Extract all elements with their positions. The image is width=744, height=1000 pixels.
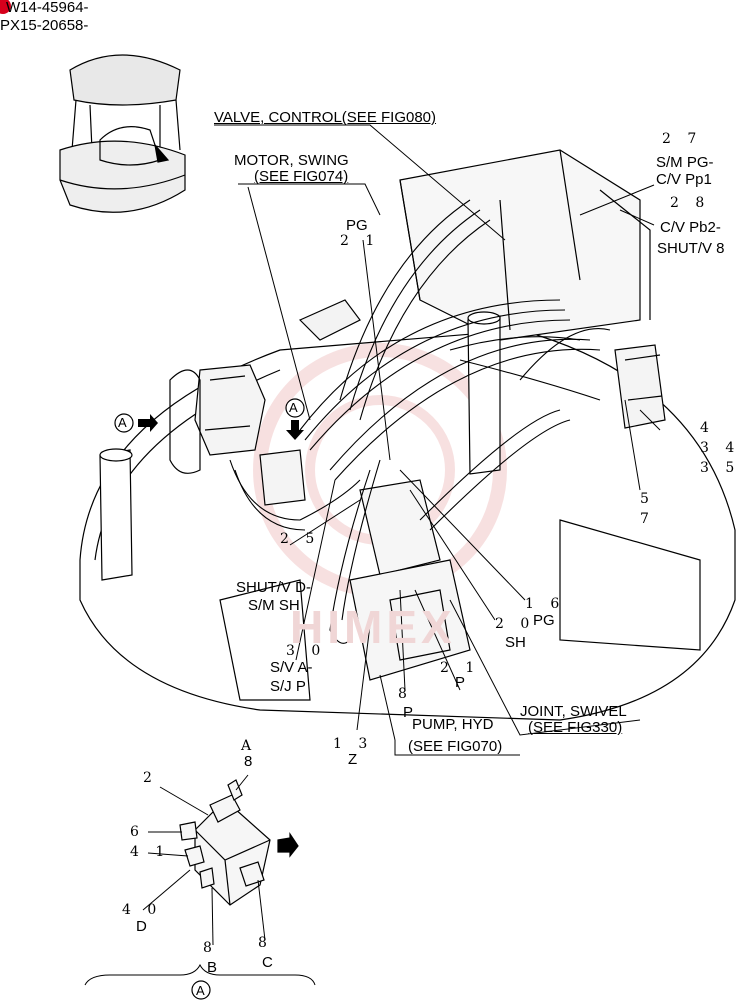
callout-pump-hyd: PUMP, HYD — [412, 716, 494, 733]
callout-shutv-d: SHUT/V D- — [236, 579, 311, 596]
callout-valve-control: VALVE, CONTROL(SEE FIG080) — [214, 110, 436, 126]
detail-view-a-circle — [191, 980, 211, 1000]
callout-n34: 3 4 — [700, 440, 741, 456]
callout-motor-swing: MOTOR, SWING — [234, 152, 349, 169]
callout-n21-top: 2 1 — [340, 233, 381, 249]
callout-n25: 2 5 — [280, 531, 321, 547]
detail-n8-b: 8 — [203, 940, 218, 956]
callout-pg-right: PG — [533, 612, 555, 629]
callout-n5: 5 — [640, 491, 655, 507]
view-a-marker-center: A — [289, 400, 298, 415]
callout-n7: 7 — [640, 511, 655, 527]
view-arrows — [114, 398, 305, 440]
callout-motor-swing-ref: (SEE FIG074) — [254, 168, 349, 185]
callout-n8-mid: 8 — [398, 686, 413, 702]
shutoff-valve-drawing — [614, 344, 666, 429]
hoses — [229, 199, 611, 644]
control-valve-drawing — [399, 149, 651, 341]
callout-n20: 2 0 — [495, 616, 536, 632]
callout-see-fig070: (SEE FIG070) — [408, 738, 503, 755]
swing-motor-drawing — [169, 364, 306, 506]
detail-n2: 2 — [143, 770, 158, 786]
detail-n40: 4 0 — [122, 902, 163, 918]
swivel-joint-drawing — [349, 479, 471, 681]
callout-sh: SH — [505, 634, 526, 651]
leader-lines — [214, 124, 661, 756]
callout-pg-top: PG — [346, 217, 368, 234]
detail-n8-c: 8 — [258, 935, 273, 951]
callout-n28: 2 8 — [670, 195, 711, 211]
callout-cv-pp1: C/V Pp1 — [656, 171, 712, 188]
callout-n16: 1 6 — [525, 596, 566, 612]
callout-shutv8: SHUT/V 8 — [657, 240, 725, 257]
callout-joint-swivel: JOINT, SWIVEL — [520, 703, 627, 720]
callout-n30: 3 0 — [286, 643, 327, 659]
detail-n6: 6 — [130, 824, 145, 840]
machine-thumbnail — [59, 54, 186, 213]
serial-range-1: W14-45964- — [6, 0, 89, 16]
callout-n21-mid: 2 1 — [440, 660, 481, 676]
detail-d: D — [136, 918, 147, 935]
detail-c: C — [262, 954, 273, 971]
posts — [99, 311, 501, 581]
watermark-text: HIMEX — [290, 601, 456, 653]
detail-n41: 4 1 — [130, 844, 171, 860]
detail-b: B — [207, 959, 218, 976]
callout-p-low: P — [403, 704, 414, 721]
detail-n8-top: 8 — [244, 753, 253, 770]
callout-n27: 2 7 — [662, 131, 703, 147]
callout-see-fig330: (SEE FIG330) — [528, 719, 623, 736]
detail-valve-block — [179, 779, 299, 906]
callout-valve-control-text: VALVE, CONTROL(SEE FIG080) — [214, 109, 437, 126]
callout-z: Z — [348, 751, 358, 768]
detail-view-a-label: A — [196, 983, 205, 998]
serial-marker-dot — [0, 0, 11, 14]
detail-leaders — [84, 774, 316, 986]
callout-n13: 1 3 — [333, 736, 374, 752]
serial-range-2: PX15-20658- — [0, 17, 89, 34]
callout-cv-pb2: C/V Pb2- — [660, 219, 721, 236]
callout-sv-a: S/V A- — [270, 659, 313, 676]
callout-n35: 3 5 — [700, 460, 741, 476]
callout-sj-p: S/J P — [270, 678, 306, 695]
view-a-marker-left: A — [118, 415, 127, 430]
detail-a-top: A — [241, 738, 258, 754]
callout-sm-pg: S/M PG- — [656, 154, 714, 171]
callout-sm-sh: S/M SH — [248, 597, 300, 614]
callout-p-mid: P — [455, 674, 466, 691]
callout-n4: 4 — [700, 420, 715, 436]
